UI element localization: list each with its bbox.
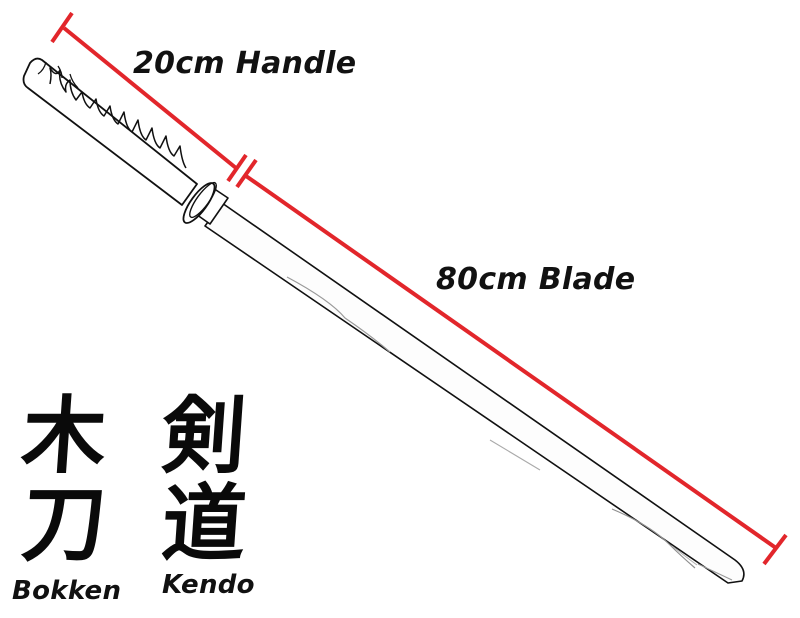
blade-length-label: 80cm Blade <box>436 262 636 297</box>
bokken-kanji-char-2: 刀 <box>18 474 110 573</box>
kendo-kanji-char-1: 剣 <box>158 386 250 485</box>
guard <box>182 181 217 224</box>
start-tick <box>50 11 74 44</box>
blade-dimension-segment <box>244 174 778 550</box>
split-tick-left <box>226 153 248 183</box>
kendo-caption: Kendo <box>162 570 255 600</box>
end-tick <box>762 533 788 566</box>
handle <box>22 57 198 206</box>
blade <box>204 202 745 584</box>
split-tick-right <box>235 158 258 189</box>
handle-dimension-segment <box>62 26 238 170</box>
bokken-caption: Bokken <box>12 576 122 606</box>
kendo-kanji: 剣 道 <box>158 386 250 573</box>
bokken-kanji: 木 刀 <box>18 386 110 573</box>
bokken-kanji-char-1: 木 <box>18 386 110 485</box>
kendo-kanji-char-2: 道 <box>158 474 250 573</box>
dimension-line <box>50 11 788 566</box>
handle-length-label: 20cm Handle <box>133 46 357 81</box>
